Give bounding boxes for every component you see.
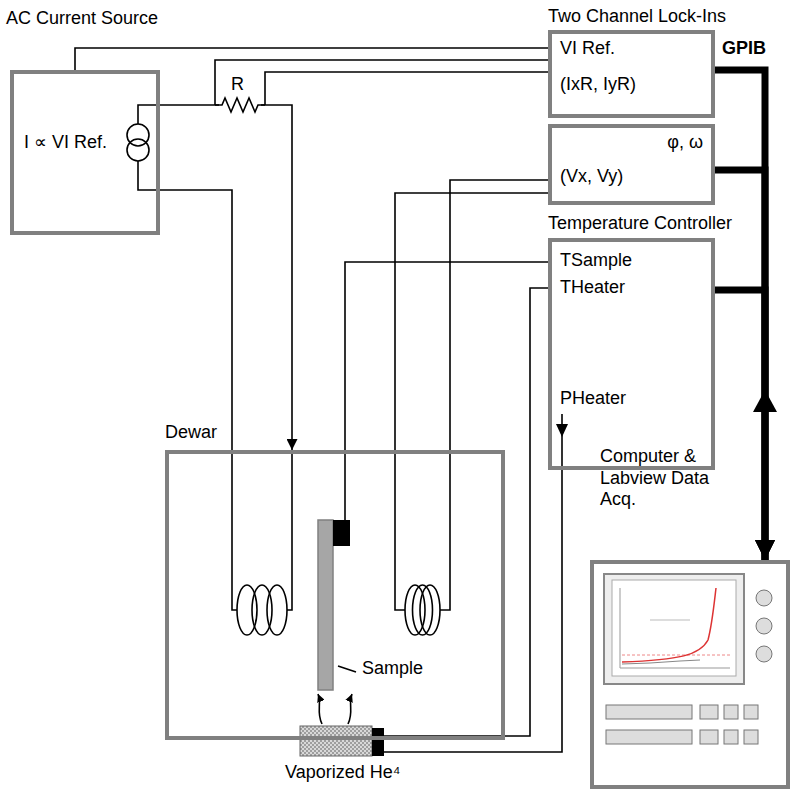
plot-trace <box>622 655 730 656</box>
signal-name: (Vx, Vy) <box>560 166 623 188</box>
sample-thermometer <box>333 520 350 546</box>
sense-wire <box>215 60 548 105</box>
wiring <box>127 60 562 752</box>
drive-slot <box>606 705 692 719</box>
computer-heading: Computer & Labview Data Acq. <box>600 446 725 511</box>
sample-sensor-wire <box>345 262 548 450</box>
resistor-label: R <box>231 74 244 96</box>
instrument-heading: AC Current Source <box>6 8 158 30</box>
panel-key <box>700 705 718 719</box>
drive-current-wire <box>160 105 292 450</box>
knob <box>756 618 772 634</box>
screen <box>612 580 736 676</box>
drive-slot <box>606 730 692 744</box>
panel-key <box>700 730 718 744</box>
knob <box>756 646 772 662</box>
heater-thermometer <box>372 728 384 756</box>
gpib-bus <box>715 290 765 560</box>
bus-label: GPIB <box>722 38 766 60</box>
plot-curve <box>622 588 716 662</box>
source-return-wire <box>138 161 237 610</box>
computer-drawing <box>604 574 772 744</box>
drive-coil-lead <box>287 450 292 610</box>
plot-trace <box>650 620 690 621</box>
plot-axes <box>620 588 730 668</box>
signal-name: PHeater <box>560 388 626 410</box>
sample-sensor-wire <box>344 450 346 520</box>
signal-name: TSample <box>560 250 632 272</box>
heater-block <box>300 726 372 756</box>
source-relation: I ∝ VI Ref. <box>24 132 107 154</box>
instrument-heading: Two Channel Lock-Ins <box>548 6 726 28</box>
pickup-coil-lead <box>440 450 450 610</box>
panel-key <box>724 705 738 719</box>
computer-box: Computer & Labview Data Acq. <box>590 560 790 789</box>
bus-arrow-head <box>753 390 777 412</box>
power-arrow-head <box>556 424 568 437</box>
sample-bar <box>318 520 333 690</box>
gas-flow-label: Vaporized He⁴ <box>285 762 400 784</box>
reference-wire <box>75 48 548 70</box>
pickup-coil-loop <box>420 585 440 635</box>
gpib-bus <box>715 70 765 560</box>
temperature-controller-box: Temperature ControllerTSampleTHeaterPHea… <box>548 238 715 470</box>
monitor <box>604 574 744 684</box>
gas-flow-arrow <box>348 694 352 724</box>
drive-coil-loop <box>237 585 257 635</box>
signal-name: VI Ref. <box>560 38 615 60</box>
drive-coil-loop <box>252 585 272 635</box>
current-source-box: AC Current SourceI ∝ VI Ref. <box>10 70 160 235</box>
lock-in-box: Two Channel Lock-InsVI Ref.(IxR, IyR) <box>548 30 715 118</box>
resistor-symbol <box>215 98 265 112</box>
current-source-symbol <box>127 139 149 161</box>
sense-wire <box>265 72 548 105</box>
pickup-signal-wire <box>450 180 548 450</box>
signal-name: (IxR, IyR) <box>560 74 636 96</box>
panel-key <box>744 730 758 744</box>
panel-key <box>724 730 738 744</box>
gas-flow-arrow <box>318 694 322 724</box>
pickup-wire <box>395 193 548 610</box>
sample-label: Sample <box>362 658 423 680</box>
drive-coil-loop <box>267 585 287 635</box>
heater-power-wire <box>384 414 562 752</box>
knob <box>756 590 772 606</box>
instrument-heading: Temperature Controller <box>548 213 732 235</box>
signal-name: φ, ω <box>667 132 703 154</box>
leader-line <box>338 666 356 672</box>
lock-in-box: φ, ω (Vx, Vy) <box>548 124 715 205</box>
vessel-heading: Dewar <box>165 422 217 444</box>
dewar-box: Dewar <box>165 450 505 740</box>
panel-key <box>744 705 758 719</box>
signal-name: THeater <box>560 277 625 299</box>
